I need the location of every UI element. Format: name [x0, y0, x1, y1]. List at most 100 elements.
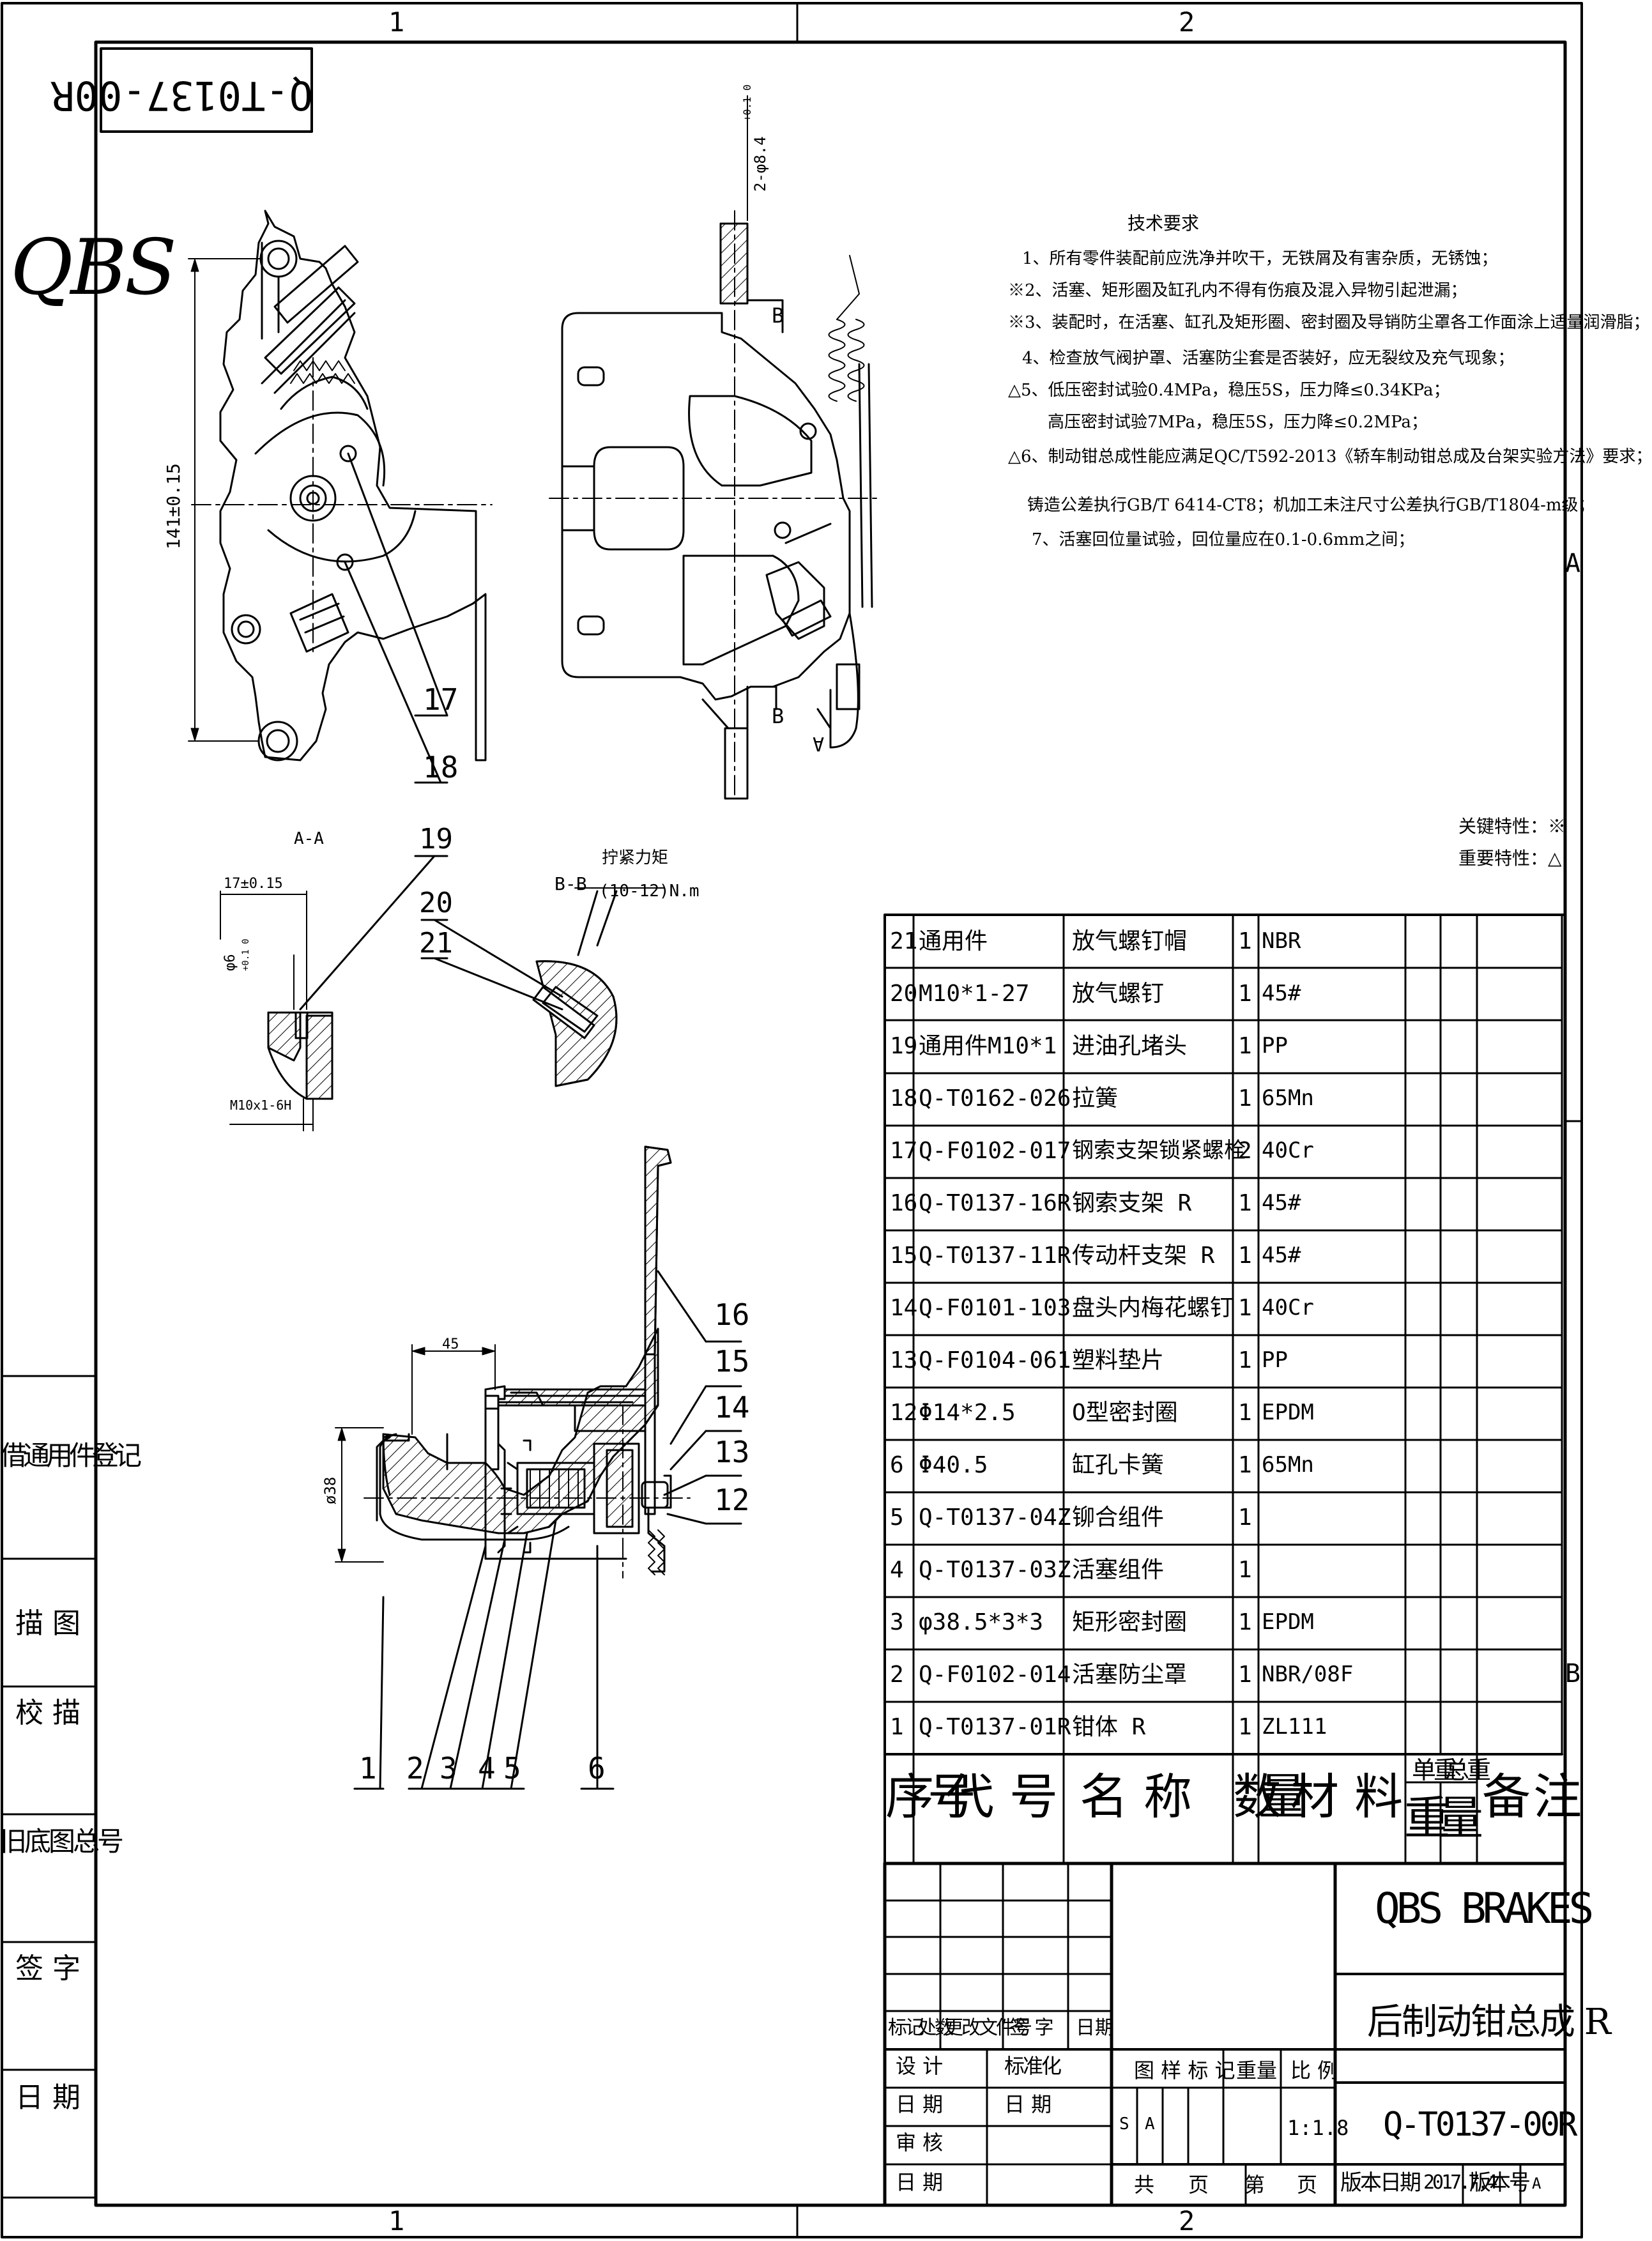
- tech-line: 1、所有零件装配前应洗净并吹干，无铁屑及有害杂质，无锈蚀；: [1022, 249, 1498, 268]
- bom-row-qty: 1: [1238, 1033, 1252, 1059]
- bom-row-name: 钳体 R: [1072, 1714, 1146, 1740]
- torque-label: 拧紧力矩: [602, 848, 669, 868]
- zone-bottom-2: 2: [1179, 2205, 1195, 2237]
- bom-row-no: 15: [890, 1243, 918, 1269]
- section-mark-b-top: B: [772, 303, 784, 328]
- drawing-number: Q-T0137-00R: [1383, 2106, 1577, 2144]
- bom-row-qty: 1: [1238, 928, 1252, 954]
- bom-row-code: 通用件: [919, 928, 988, 954]
- scale-value: 1:1.8: [1287, 2116, 1349, 2140]
- section-bb-title: B-B: [554, 873, 587, 894]
- part-name: 后制动钳总成 R: [1367, 2001, 1611, 2043]
- bom-row-material: ZL111: [1262, 1714, 1327, 1740]
- bom-row-no: 3: [890, 1609, 904, 1635]
- bom-row-no: 4: [890, 1557, 904, 1583]
- version-date: 2017.7.4: [1423, 2171, 1497, 2194]
- bom-row-qty: 1: [1238, 1557, 1252, 1583]
- bom-row-no: 21: [890, 928, 918, 954]
- torque-value: (10-12)N.m: [599, 882, 700, 901]
- bom-row-qty: 1: [1238, 1347, 1252, 1373]
- tech-line: 4、检查放气阀护罩、活塞防尘套是否装好，应无裂纹及充气现象；: [1022, 349, 1515, 368]
- bom-row-code: Q-T0137-01R: [919, 1714, 1071, 1740]
- bom-row-material: 40Cr: [1262, 1295, 1314, 1320]
- header-note: 备 注: [1482, 1768, 1582, 1825]
- dimension-hole-diameter: 2-φ8.4: [751, 136, 769, 192]
- thread-spec: M10x1-6H: [230, 1098, 292, 1113]
- bom-row-name: O型密封圈: [1072, 1400, 1178, 1426]
- header-code: 代 号: [945, 1768, 1059, 1825]
- sheet-no-label: 第: [1244, 2173, 1266, 2197]
- bom-row-material: 40Cr: [1262, 1138, 1314, 1163]
- bom-row-qty: 1: [1238, 1400, 1252, 1426]
- bom-row-no: 20: [890, 981, 918, 1007]
- bom-row-code: Q-T0162-026: [919, 1085, 1071, 1112]
- bom-row-name: 拉簧: [1072, 1085, 1119, 1112]
- piston-section-view: [335, 1145, 742, 1790]
- bom-row-code: Φ14*2.5: [919, 1400, 1016, 1426]
- bom-row-name: 活塞组件: [1072, 1557, 1165, 1583]
- bom-row-no: 12: [890, 1400, 918, 1426]
- callout-16: 16: [714, 1297, 750, 1332]
- bom-row-name: 铆合组件: [1072, 1504, 1165, 1531]
- bom-row-qty: 1: [1238, 1190, 1252, 1216]
- callout-12: 12: [714, 1483, 750, 1517]
- header-unit-weight: 单重: [1412, 1756, 1458, 1784]
- callout-14: 14: [714, 1390, 750, 1425]
- bom-row-qty: 1: [1238, 1609, 1252, 1635]
- callout-20: 20: [419, 887, 453, 919]
- callout-15: 15: [714, 1344, 750, 1379]
- bom-row-qty: 1: [1238, 1295, 1252, 1321]
- scale-label: 比 例: [1290, 2058, 1338, 2083]
- bom-row-name: 钢索支架锁紧螺栓: [1072, 1138, 1246, 1163]
- header-name: 名 称: [1080, 1768, 1193, 1825]
- old-number-label: 旧底图总号: [0, 1826, 124, 1857]
- section-bb-view: [420, 855, 665, 1087]
- version-number-label: 版本号: [1469, 2170, 1531, 2196]
- bom-row-material: 65Mn: [1262, 1085, 1314, 1111]
- tech-line: ※3、装配时，在活塞、缸孔及矩形圈、密封圈及导销防尘罩各工作面涂上适量润滑脂；: [1008, 313, 1650, 332]
- bom-row-no: 1: [890, 1714, 904, 1740]
- bom-row-qty: 1: [1238, 1662, 1252, 1688]
- bom-row-qty: 1: [1238, 1085, 1252, 1112]
- callout-2: 2: [406, 1751, 424, 1786]
- bom-row-code: Q-F0102-017: [919, 1138, 1071, 1164]
- section-mark-b-bottom: B: [772, 704, 784, 728]
- zone-top-2: 2: [1179, 6, 1195, 38]
- trace-label: 描 图: [15, 1607, 80, 1640]
- bom-row-no: 16: [890, 1190, 918, 1216]
- bom-row-code: Q-T0137-11R: [919, 1243, 1071, 1269]
- tech-line: 铸造公差执行GB/T 6414-CT8；机加工未注尺寸公差执行GB/T1804-…: [1027, 496, 1595, 515]
- callout-19: 19: [419, 823, 453, 855]
- bom-row-name: 传动杆支架 R: [1072, 1243, 1215, 1269]
- design-label: 设 计: [896, 2054, 944, 2078]
- qbs-logo: QBS: [10, 224, 177, 312]
- bom-row-material: 45#: [1262, 981, 1301, 1006]
- bom-row-code: φ38.5*3*3: [919, 1609, 1044, 1635]
- callout-3: 3: [440, 1751, 457, 1786]
- bom-row-no: 13: [890, 1347, 918, 1373]
- bom-row-code: Q-T0137-03Z: [919, 1557, 1071, 1583]
- zone-top-1: 1: [388, 6, 405, 38]
- standardization-label: 标准化: [1004, 2054, 1062, 2078]
- stage-s: S: [1119, 2115, 1129, 2134]
- bom-row-name: 盘头内梅花螺钉: [1072, 1295, 1234, 1321]
- bom-row-no: 19: [890, 1033, 918, 1059]
- bom-row-material: 65Mn: [1262, 1452, 1314, 1478]
- callout-18: 18: [423, 750, 459, 784]
- sheets-total-label: 共: [1134, 2173, 1155, 2197]
- drawing-graphics: [1, 2, 1583, 2238]
- version-date-label: 版本日期: [1340, 2170, 1421, 2196]
- header-material: 材 料: [1290, 1768, 1403, 1825]
- sheets-total-unit: 页: [1188, 2173, 1209, 2197]
- bom-row-name: 钢索支架 R: [1072, 1190, 1192, 1216]
- revision-mark-header: 标记: [888, 2017, 924, 2039]
- section-aa-view: [220, 855, 442, 1131]
- revision-date-header: 日期: [1076, 2017, 1114, 2039]
- bom-table-grid: [883, 914, 1567, 1865]
- bom-row-code: Q-F0102-014: [919, 1662, 1071, 1688]
- dimension-17: 17±0.15: [224, 876, 283, 892]
- tech-line: △5、低压密封试验0.4MPa，稳压5S，压力降≤0.34KPa；: [1008, 381, 1450, 400]
- caliper-side-view: [549, 95, 882, 800]
- standardization-date-label: 日 期: [1004, 2092, 1052, 2116]
